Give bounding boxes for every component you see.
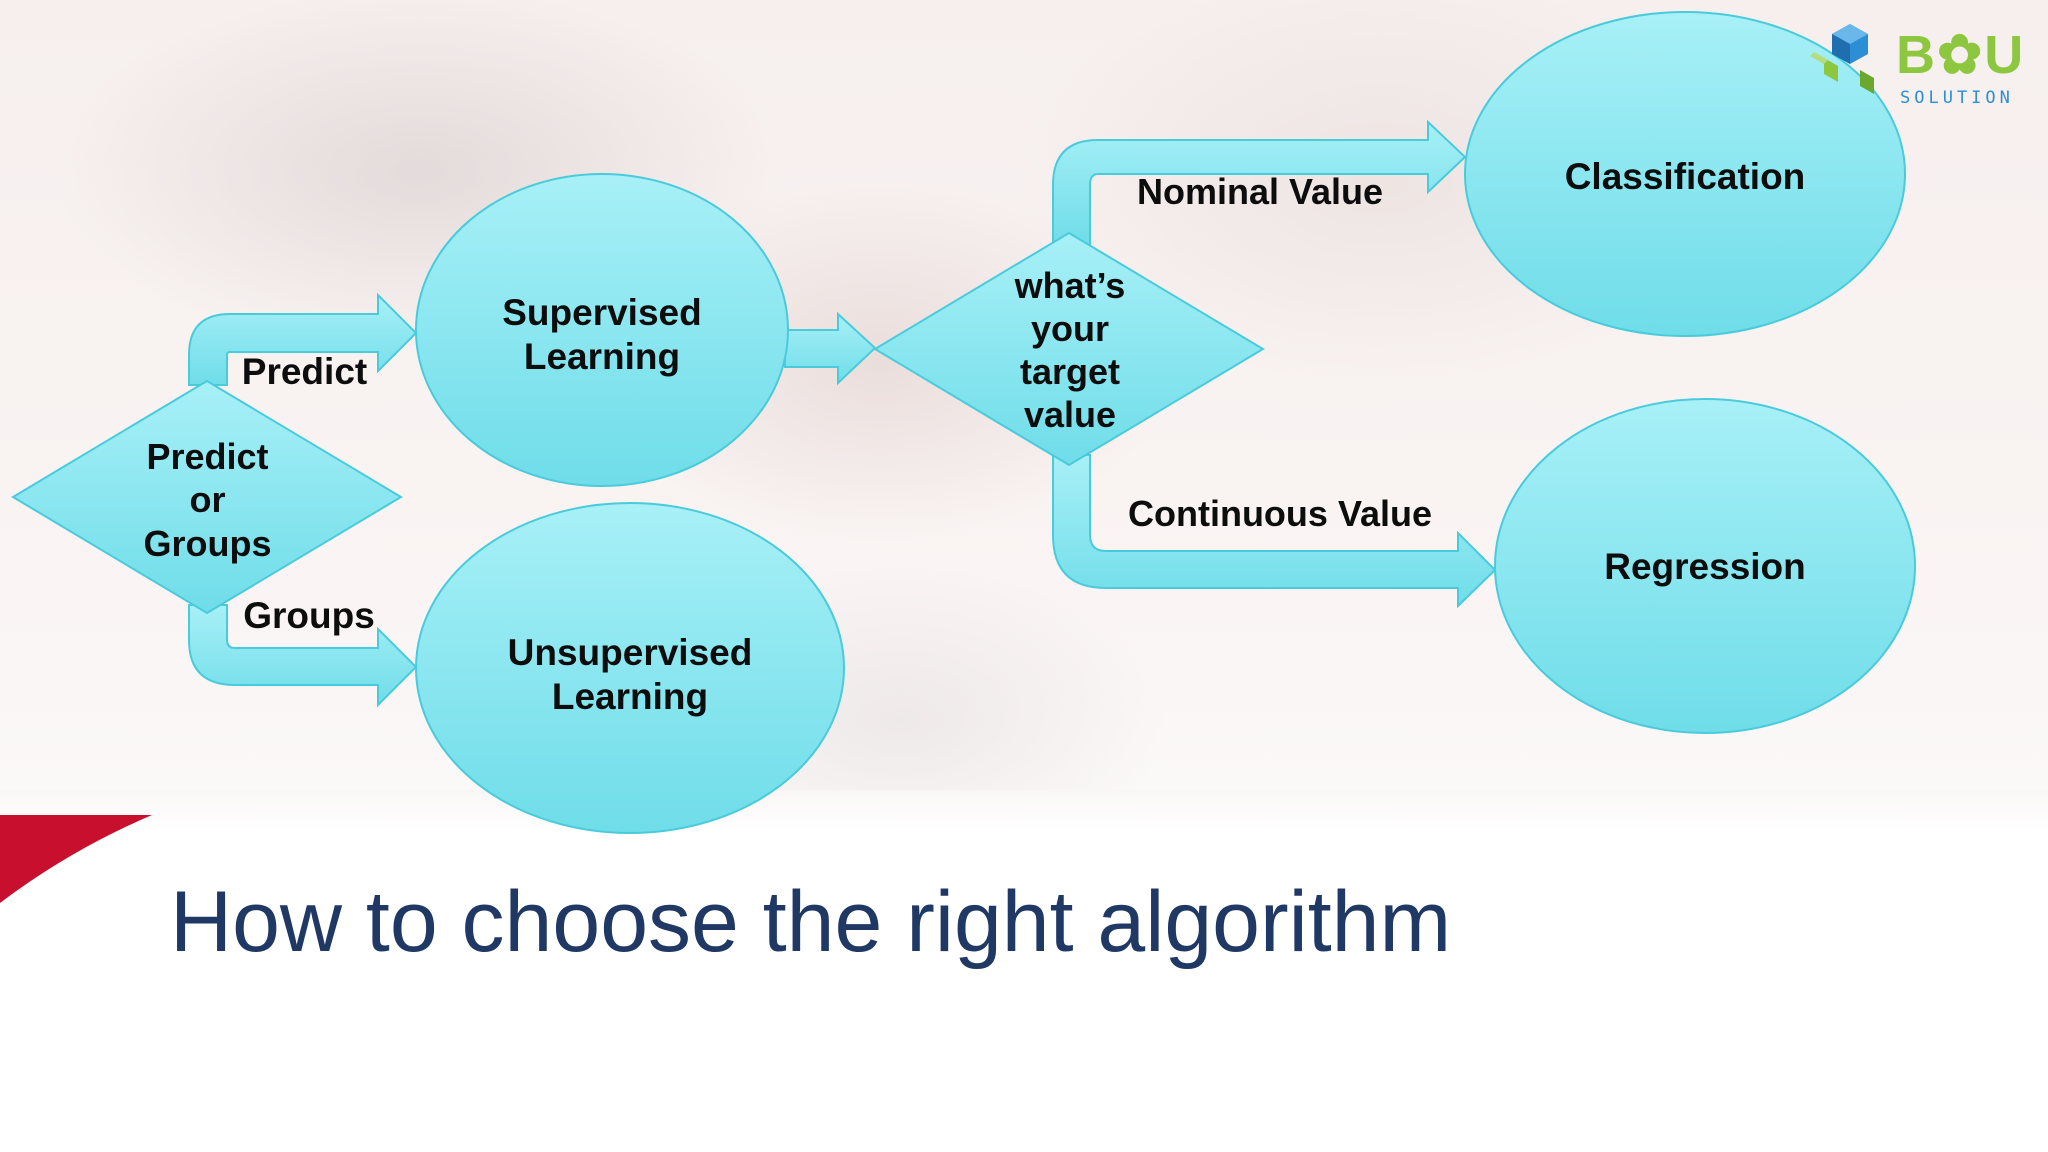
slide-title: How to choose the right algorithm — [170, 874, 1452, 970]
node-supervised-learning — [415, 173, 789, 487]
decision-predict-or-groups — [11, 379, 403, 615]
arrow-supervised-target — [784, 311, 877, 386]
arrow-nominal — [1052, 119, 1467, 246]
arrow-continuous — [1052, 454, 1497, 609]
company-logo: B✿U SOLUTION — [1810, 18, 2030, 108]
decision-target-value — [873, 231, 1265, 467]
arrow-groups — [188, 604, 418, 708]
node-unsupervised-learning — [415, 502, 845, 834]
edge-groups-label: Groups — [243, 594, 375, 636]
classification-label: Classification — [1564, 155, 1806, 197]
node-regression — [1494, 398, 1916, 734]
unsupervised-label: Unsupervised Learning — [507, 631, 753, 717]
edge-continuous-label: Continuous Value — [1127, 493, 1432, 535]
node-classification — [1464, 11, 1906, 337]
decision-predict-label: Predict or Groups — [143, 436, 272, 564]
red-accent-shape — [0, 815, 152, 903]
decision-target-label: what’s your target value — [1014, 264, 1126, 436]
regression-label: Regression — [1604, 545, 1806, 587]
logo-subtext: SOLUTION — [1900, 88, 2014, 108]
logo-text: B✿U — [1896, 25, 2026, 85]
edge-nominal-label: Nominal Value — [1136, 171, 1384, 213]
background-fade — [0, 790, 2048, 830]
logo-cube-icon — [1810, 24, 1874, 94]
edge-predict-label: Predict — [241, 350, 368, 392]
supervised-label: Supervised Learning — [502, 291, 702, 377]
